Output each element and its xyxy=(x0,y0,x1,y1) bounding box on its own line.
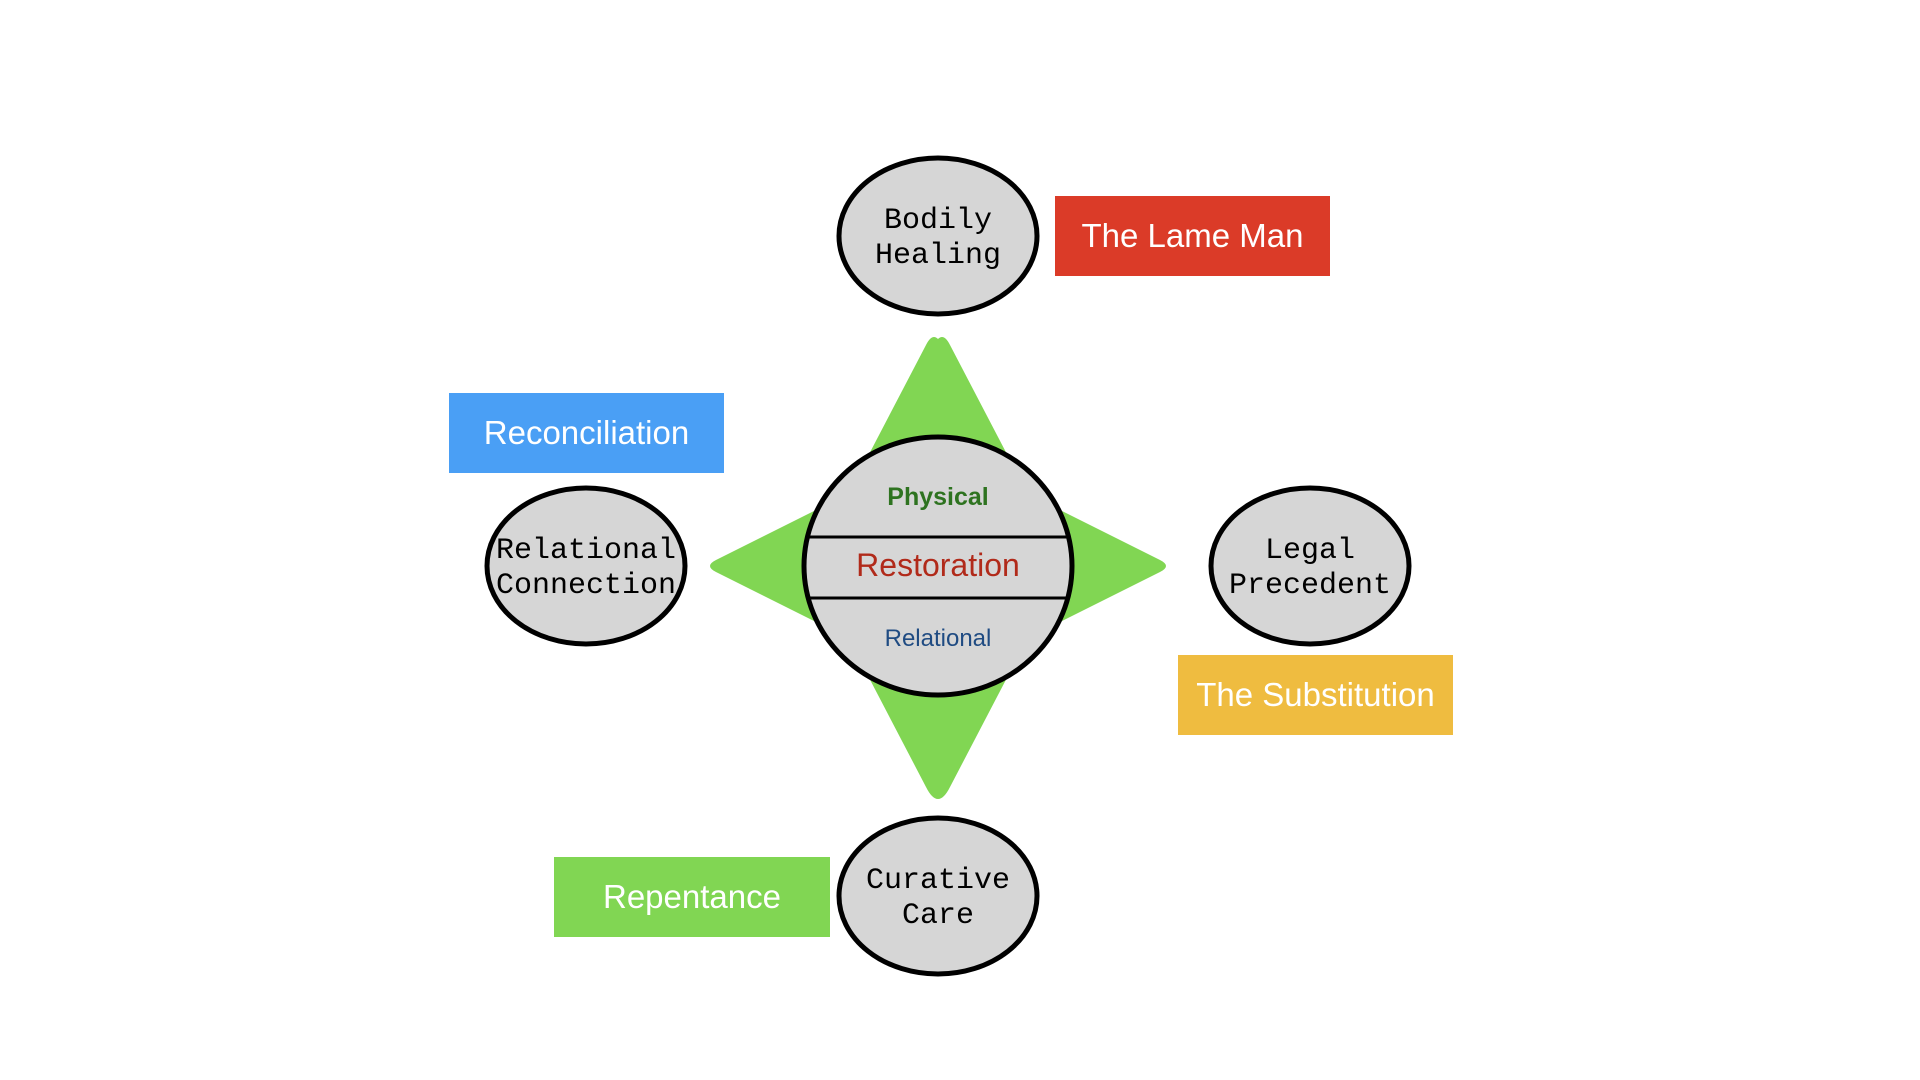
tag-lame-man-label: The Lame Man xyxy=(1081,217,1304,254)
node-bottom-line1: Curative xyxy=(866,864,1010,898)
node-bottom-line2: Care xyxy=(902,899,974,933)
node-top-line2: Healing xyxy=(875,239,1001,273)
center-middle-label: Restoration xyxy=(856,547,1020,583)
tag-lame-man: The Lame Man xyxy=(1055,196,1330,276)
node-left-line2: Connection xyxy=(496,569,676,603)
tag-reconciliation: Reconciliation xyxy=(449,393,724,473)
node-right-ellipse xyxy=(1208,485,1412,647)
node-right-line1: Legal xyxy=(1265,534,1355,568)
node-right-line2: Precedent xyxy=(1229,569,1391,603)
node-left-ellipse xyxy=(484,485,688,647)
tag-substitution: The Substitution xyxy=(1178,655,1453,735)
tag-repentance: Repentance xyxy=(554,857,830,937)
node-top-line1: Bodily xyxy=(884,204,992,238)
center-top-label: Physical xyxy=(887,483,988,511)
center-ellipse xyxy=(801,434,1075,698)
center-bottom-label: Relational xyxy=(885,625,992,652)
tag-reconciliation-label: Reconciliation xyxy=(483,414,690,451)
node-bottom-ellipse xyxy=(836,815,1040,977)
tag-substitution-label: The Substitution xyxy=(1196,676,1435,713)
tag-repentance-label: Repentance xyxy=(603,878,781,915)
node-left-line1: Relational xyxy=(496,534,676,568)
node-top-ellipse xyxy=(836,155,1040,317)
